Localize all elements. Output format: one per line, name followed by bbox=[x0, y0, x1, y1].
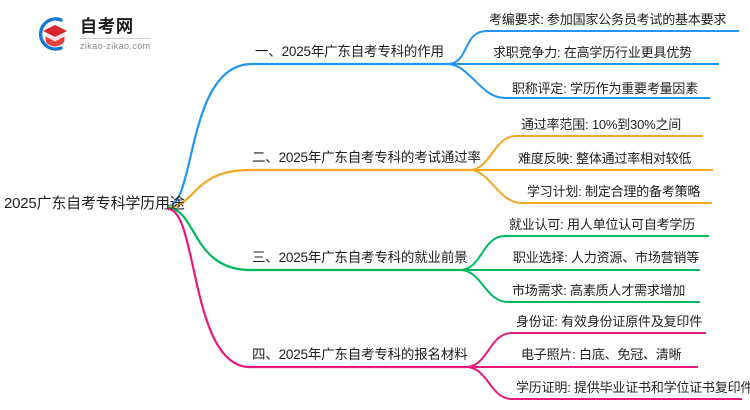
leaf-node-1-1[interactable]: 考编要求: 参加国家公务员考试的基本要求 bbox=[489, 12, 727, 27]
logo-title: 自考网 bbox=[80, 17, 151, 40]
leaf-node-2-3[interactable]: 学习计划: 制定合理的备考策略 bbox=[527, 184, 701, 199]
site-logo: 自考网 zikao-zikao.com bbox=[30, 12, 151, 56]
branch-4-leaf-3-wire bbox=[465, 366, 513, 400]
branch-2-leaf-3-wire bbox=[469, 169, 523, 204]
leaf-node-3-3[interactable]: 市场需求: 高素质人才需求增加 bbox=[512, 283, 686, 298]
leaf-node-1-3[interactable]: 职称评定: 学历作为重要考量因素 bbox=[512, 81, 699, 96]
branch-node-3[interactable]: 三、2025年广东自考专科的就业前景 bbox=[252, 250, 468, 265]
leaf-node-1-2[interactable]: 求职竞争力: 在高学历行业更具优势 bbox=[493, 45, 692, 60]
leaf-node-2-2[interactable]: 难度反映: 整体通过率相对较低 bbox=[518, 151, 692, 166]
logo-subtitle: zikao-zikao.com bbox=[80, 41, 151, 52]
leaf-node-3-2[interactable]: 职业选择: 人力资源、市场营销等 bbox=[513, 250, 700, 265]
branch-node-1[interactable]: 一、2025年广东自考专科的作用 bbox=[255, 44, 444, 59]
branch-node-4[interactable]: 四、2025年广东自考专科的报名材料 bbox=[252, 347, 468, 362]
branch-1-leaf-1-wire bbox=[446, 30, 488, 65]
logo-text-block: 自考网 zikao-zikao.com bbox=[80, 17, 151, 52]
branch-3-leaf-3-wire bbox=[459, 269, 509, 303]
leaf-node-2-1[interactable]: 通过率范围: 10%到30%之间 bbox=[521, 117, 682, 132]
branch-node-2[interactable]: 二、2025年广东自考专科的考试通过率 bbox=[252, 150, 481, 165]
zikao-logo-icon bbox=[30, 12, 74, 56]
leaf-node-4-2[interactable]: 电子照片: 白底、免冠、清晰 bbox=[521, 347, 682, 362]
branch-4-leaf-1-wire bbox=[465, 332, 513, 368]
leaf-node-3-1[interactable]: 就业认可: 用人单位认可自考学历 bbox=[509, 217, 696, 232]
root-node[interactable]: 2025广东自考专科学历用途 bbox=[4, 195, 185, 212]
branch-4-spine bbox=[167, 207, 251, 369]
leaf-node-4-3[interactable]: 学历证明: 提供毕业证书和学位证书复印件 bbox=[516, 380, 750, 395]
branch-1-spine bbox=[167, 62, 253, 208]
leaf-node-4-1[interactable]: 身份证: 有效身份证原件及复印件 bbox=[516, 314, 703, 329]
branch-4-wires bbox=[167, 207, 742, 400]
branch-3-spine bbox=[167, 206, 251, 272]
branch-1-leaf-3-wire bbox=[446, 63, 506, 99]
